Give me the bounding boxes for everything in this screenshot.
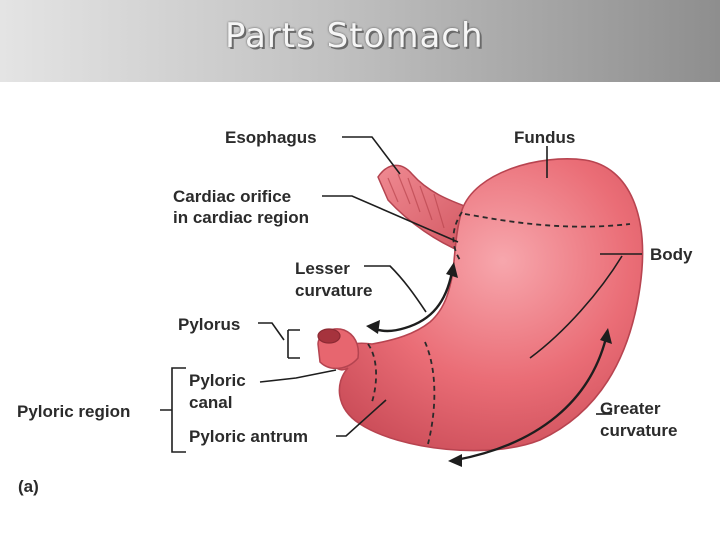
pylorus-label: Pylorus [178, 315, 240, 334]
title-bar: Parts Stomach [0, 0, 720, 82]
pyloric-canal-leader [259, 369, 337, 383]
fundus-label: Fundus [514, 128, 575, 147]
lesser-curvature-arrow [371, 271, 454, 333]
lesser-curvature-label-line1: Lesser [295, 259, 350, 278]
greater-curvature-arrowhead-bottom [448, 454, 462, 467]
body-label: Body [650, 245, 693, 264]
greater-curvature-label-line2: curvature [600, 421, 677, 440]
pyloric-canal-label-line1: Pyloric [189, 371, 246, 390]
panel-tag: (a) [18, 477, 39, 496]
body-line [529, 255, 623, 359]
pyloric-region-label: Pyloric region [17, 402, 130, 421]
greater-curvature-arrow [455, 337, 608, 462]
lesser-curvature-leader [364, 265, 427, 313]
cardiac-orifice-label-line1: Cardiac orifice [173, 187, 291, 206]
pyloric-canal-label-line2: canal [189, 393, 232, 412]
esophagus-label: Esophagus [225, 128, 317, 147]
stomach-diagram: Esophagus Fundus Cardiac orifice in card… [0, 82, 720, 540]
greater-curvature-arrowhead-top [600, 328, 612, 344]
stomach-body-shape [330, 158, 644, 452]
pyloric-canal-boundary [367, 343, 377, 403]
cardiac-orifice-label-line2: in cardiac region [173, 208, 309, 227]
slide-title: Parts Stomach [225, 16, 484, 56]
cardiac-boundary [452, 211, 463, 261]
pyloric-antrum-leader [336, 399, 387, 437]
pyloric-antrum-label: Pyloric antrum [189, 427, 308, 446]
fundus-boundary [464, 213, 631, 228]
pylorus-leader [258, 322, 300, 359]
pyloric-opening [317, 328, 341, 344]
esophagus-leader [342, 136, 401, 175]
cardiac-orifice-leader [322, 195, 459, 243]
lesser-curvature-arrowhead-top [446, 262, 458, 278]
esophagus-ridges [387, 173, 445, 229]
esophagus-shape [377, 164, 471, 254]
greater-curvature-label-line1: Greater [600, 399, 661, 418]
lesser-curvature-arrowhead [366, 320, 380, 334]
pyloric-region-bracket [160, 367, 186, 453]
lesser-curvature-label-line2: curvature [295, 281, 372, 300]
pyloric-antrum-boundary [424, 341, 436, 445]
